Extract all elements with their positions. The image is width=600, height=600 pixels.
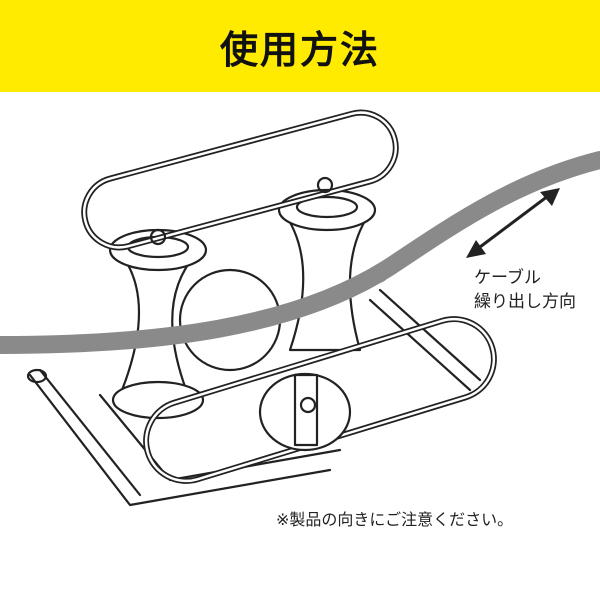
label-line-1: ケーブル — [474, 268, 541, 288]
roller-right — [277, 188, 377, 352]
cable-roller-illustration — [0, 109, 600, 507]
cable-direction-label: ケーブル 繰り出し方向 — [474, 266, 576, 314]
label-line-2: 繰り出し方向 — [474, 292, 576, 312]
header-banner: 使用方法 — [0, 0, 600, 92]
roller-left — [108, 228, 208, 420]
cable — [0, 151, 600, 354]
caution-note: ※製品の向きにご注意ください。 — [276, 510, 514, 529]
page-title: 使用方法 — [219, 27, 380, 72]
direction-arrow — [474, 194, 550, 252]
